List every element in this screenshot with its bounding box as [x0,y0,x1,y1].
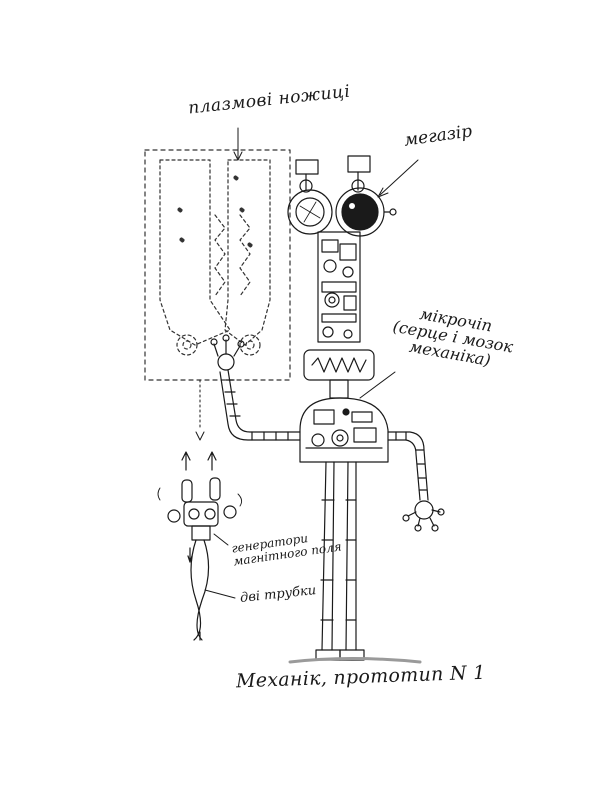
robot-left-arm [210,334,301,441]
robot-torso [299,397,389,463]
robot-legs [288,461,422,664]
robot-head [287,155,397,399]
hand-detail-drawing [157,451,243,641]
robot-right-arm [387,431,445,532]
label-pointers [195,127,419,599]
plasma-scissors-drawing [144,149,291,381]
